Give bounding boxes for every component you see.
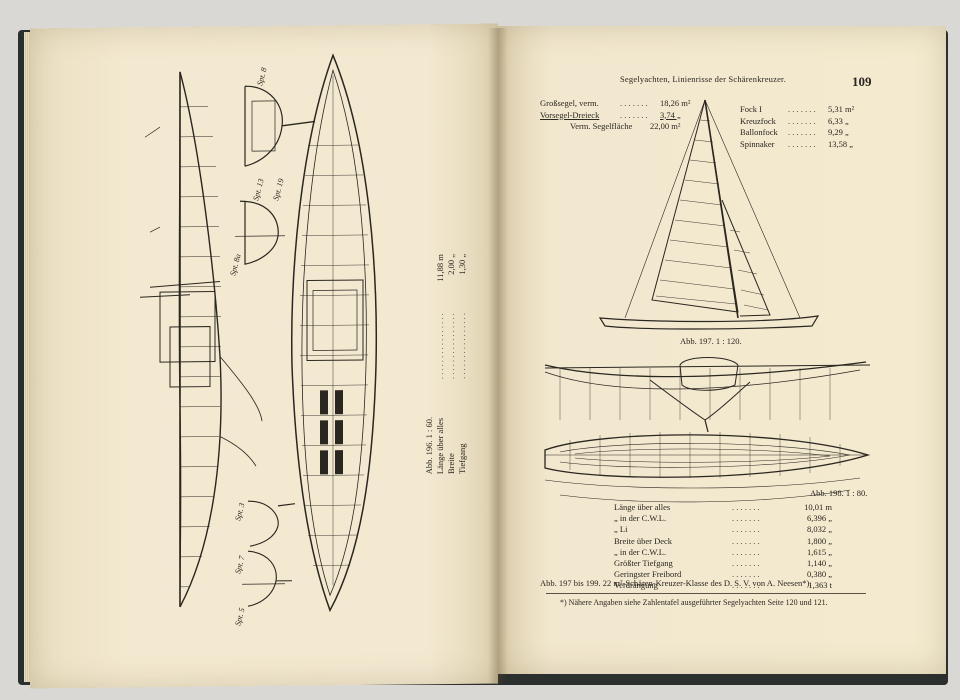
- footnote: *) Nähere Angaben siehe Zahlentafel ausg…: [560, 598, 828, 607]
- left-dimensions: Abb. 196. 1 : 60. Länge über alles. . . …: [424, 224, 484, 485]
- footnote-rule: [546, 593, 866, 594]
- figure-caption: Abb. 197. 1 : 120.: [680, 336, 742, 346]
- dimension-row: Tiefgang. . . . . . . . . . . . . . . .1…: [457, 253, 467, 474]
- section-label: Spt. 7: [233, 554, 247, 575]
- figure-caption: Abb. 198. 1 : 80.: [810, 488, 868, 498]
- sail-row: Vorsegel-Dreieck. . . . . . .3,74 „: [540, 109, 681, 120]
- dimension-row: Geringster Freibord. . . . . . .0,380 „: [614, 569, 832, 580]
- section-label: Spt. 8: [255, 67, 268, 87]
- figure-caption: Abb. 196. 1 : 60.: [424, 416, 434, 475]
- dimension-row: Länge über alles. . . . . . .10,01 m: [614, 502, 832, 512]
- sail-row: Kreuzfock. . . . . . .6,33 „: [740, 115, 849, 126]
- dimension-row: Verdrängung. . . . . . .1,363 t: [614, 580, 832, 591]
- dimension-row: Größter Tiefgang. . . . . . .1,140 „: [614, 558, 832, 569]
- section-label: Spt. 8a: [228, 253, 242, 277]
- section-label: Spt. 5: [233, 607, 246, 627]
- boat-plan-drawing: Spt. 8 Spt. 13 Spt. 19 Spt. 8a Spt. 3 Sp…: [139, 53, 378, 627]
- dimension-row: „ in der C.W.L.. . . . . . .6,396 „: [614, 513, 832, 524]
- dimensions-table: Länge über alles. . . . . . .10,01 m „ i…: [614, 502, 832, 592]
- dimension-row: Breite über Deck. . . . . . .1,800 „: [614, 535, 832, 546]
- sail-row: Großsegel, verm.. . . . . . .18,26 m²: [540, 98, 691, 108]
- section-label: Spt. 13: [251, 178, 265, 202]
- dimension-row: „ in der C.W.L.. . . . . . .1,615 „: [614, 546, 832, 557]
- sail-areas-left: Großsegel, verm.. . . . . . .18,26 m² Vo…: [540, 98, 690, 133]
- section-label: Spt. 3: [233, 502, 246, 522]
- dimension-row: „ Li. . . . . . .8,032 „: [614, 524, 832, 535]
- book-gutter: [488, 28, 508, 683]
- sail-row: Spinnaker. . . . . . .13,58 „: [740, 138, 854, 149]
- sail-row: Fock I. . . . . . .5,31 m²: [740, 104, 855, 114]
- dimension-row: Breite. . . . . . . . . . . . . . . .2,0…: [446, 253, 456, 475]
- page-edges: [24, 32, 34, 682]
- sail-areas-right: Fock I. . . . . . .5,31 m² Kreuzfock. . …: [740, 104, 854, 150]
- sail-row: Ballonfock. . . . . . .9,29 „: [740, 127, 849, 137]
- dimension-row: Länge über alles. . . . . . . . . . . . …: [435, 254, 445, 475]
- left-page: Spt. 8 Spt. 13 Spt. 19 Spt. 8a Spt. 3 Sp…: [30, 23, 498, 689]
- page-number: 109: [852, 74, 872, 89]
- running-header: Segelyachten, Linienrisse der Schärenkre…: [620, 74, 786, 84]
- figure-footer-caption: Abb. 197 bis 199. 22 m²-Schären-Kreuzer-…: [540, 578, 812, 588]
- section-label: Spt. 19: [271, 178, 285, 202]
